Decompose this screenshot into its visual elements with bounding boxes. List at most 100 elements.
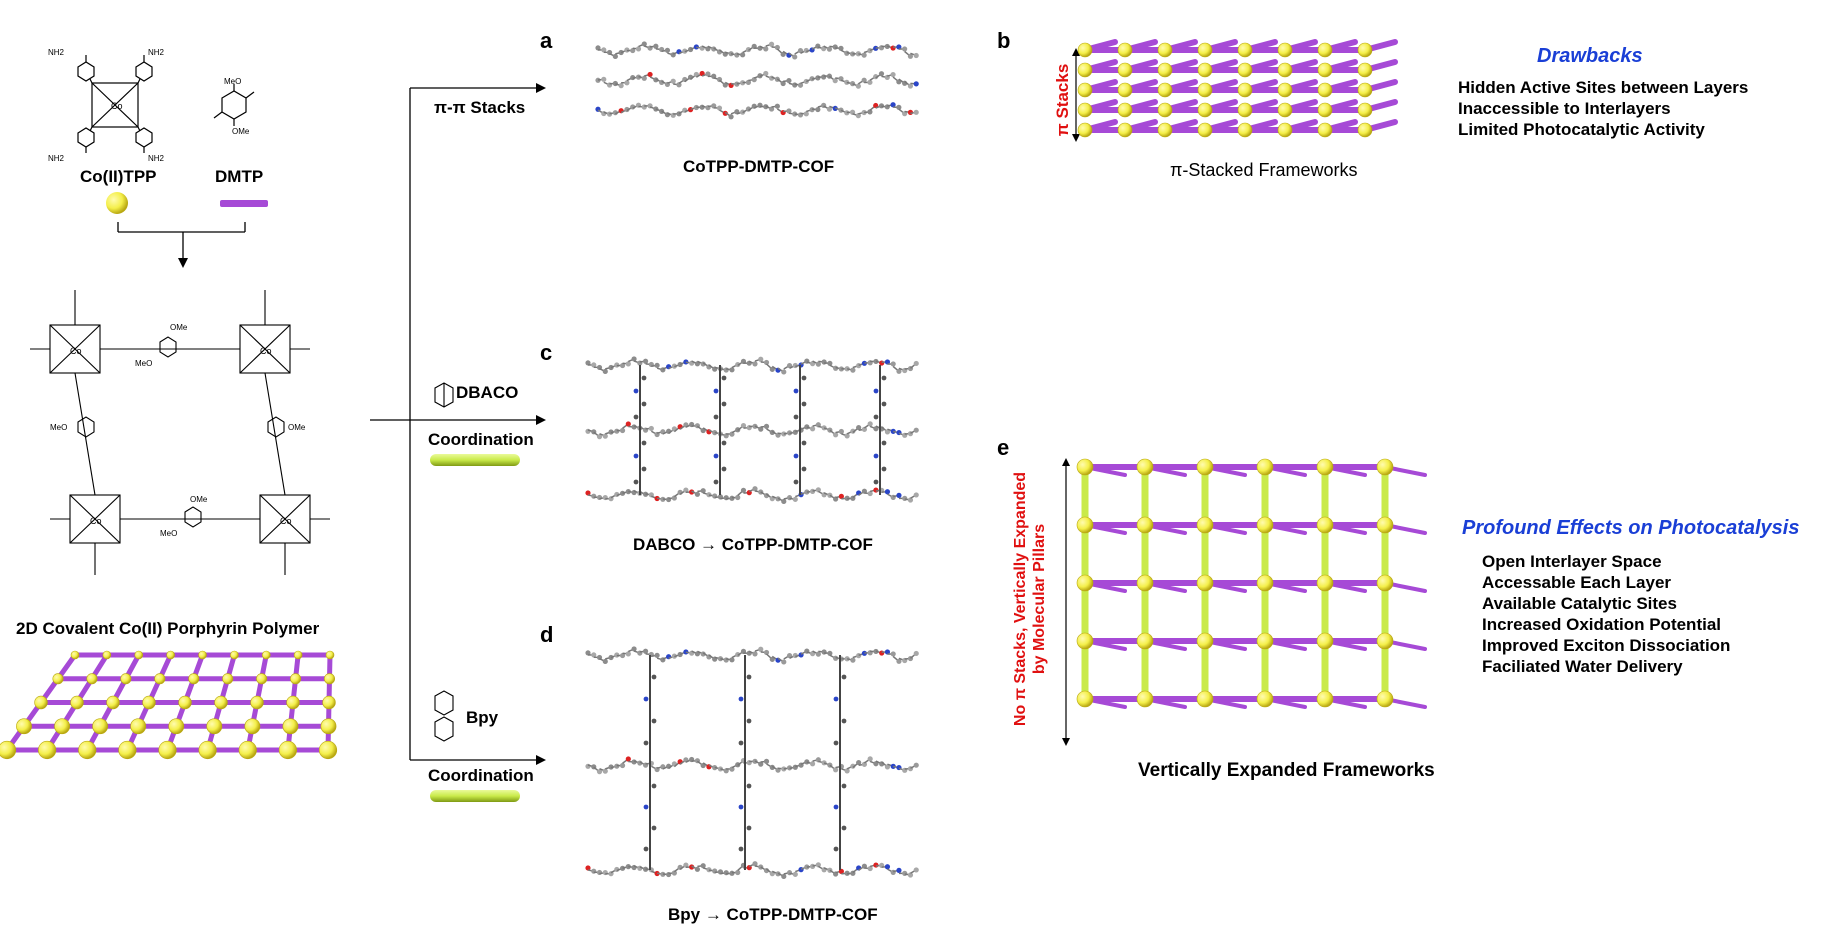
- atom: [913, 427, 919, 433]
- atom: [832, 78, 838, 84]
- node-sphere: [1157, 122, 1173, 138]
- pillar-atom: [633, 479, 639, 485]
- atom: [797, 82, 804, 88]
- atom: [763, 423, 770, 429]
- atom: [717, 656, 724, 662]
- node-sphere: [86, 673, 98, 685]
- atom: [641, 75, 647, 81]
- atom: [833, 432, 839, 438]
- polymer-co-2: Co: [260, 346, 272, 356]
- pillar-atom: [793, 414, 799, 420]
- atom: [873, 45, 879, 51]
- atom: [723, 495, 729, 501]
- node-sphere: [1277, 122, 1293, 138]
- atom: [687, 107, 694, 113]
- pillar-atom: [801, 466, 807, 472]
- node-sphere: [166, 650, 175, 660]
- node-sphere: [1076, 458, 1094, 476]
- amine-label-tl: NH2: [48, 48, 65, 57]
- node-sphere: [142, 695, 156, 710]
- atom: [683, 862, 689, 868]
- pillar-atom: [841, 783, 847, 789]
- node-sphere: [261, 650, 271, 660]
- atom: [878, 71, 885, 77]
- vertically-expanded-framework-model: [1076, 458, 1427, 709]
- atom: [624, 106, 630, 113]
- atom: [844, 366, 850, 372]
- atom: [907, 872, 914, 878]
- atom: [896, 492, 902, 498]
- atom: [838, 366, 844, 372]
- node-sphere: [1196, 458, 1214, 476]
- atom: [827, 360, 833, 366]
- node-sphere: [322, 695, 336, 710]
- node-sphere: [1076, 516, 1094, 534]
- atom: [768, 106, 775, 112]
- node-sphere: [1357, 122, 1373, 138]
- atom: [711, 46, 717, 52]
- node-sphere: [1317, 82, 1333, 98]
- node-sphere: [1117, 82, 1133, 98]
- node-sphere: [154, 673, 166, 685]
- node-sphere: [1256, 516, 1274, 534]
- atom: [850, 428, 856, 434]
- co-center-label: Co: [111, 101, 123, 111]
- atom: [596, 494, 603, 501]
- atom: [815, 862, 821, 868]
- pillar-atom: [651, 718, 657, 724]
- atom: [625, 756, 631, 762]
- pillar-atom: [746, 825, 752, 831]
- atom: [653, 43, 659, 49]
- node-sphere: [1157, 42, 1173, 58]
- reaction-arrow: [117, 222, 246, 268]
- atom: [648, 425, 654, 432]
- atom: [867, 421, 873, 427]
- pillar-atom: [841, 825, 847, 831]
- node-sphere: [1376, 458, 1394, 476]
- atom: [867, 756, 873, 762]
- atom: [815, 487, 821, 493]
- polymer-grid-model: [0, 650, 338, 760]
- node-sphere: [134, 650, 144, 660]
- node-sphere: [92, 718, 109, 735]
- atom: [601, 76, 607, 82]
- atom: [723, 870, 729, 876]
- node-sphere: [323, 673, 335, 685]
- atom: [666, 654, 672, 660]
- panel-b-letter: b: [997, 28, 1011, 53]
- dmtp-structure: MeO OMe: [213, 77, 255, 136]
- atom: [838, 493, 844, 499]
- atom: [850, 657, 856, 663]
- pillar-atom: [881, 401, 887, 407]
- pillar-atom: [841, 674, 847, 680]
- atom: [664, 47, 671, 53]
- node-sphere: [1357, 62, 1373, 78]
- atom: [618, 83, 624, 89]
- polymer-co-1: Co: [70, 346, 82, 356]
- node-sphere: [1376, 574, 1394, 592]
- pillar-atom: [801, 401, 807, 407]
- atom: [855, 113, 861, 119]
- node-sphere: [130, 718, 147, 735]
- drawback-item: Hidden Active Sites between Layers: [1458, 78, 1749, 97]
- atom: [596, 869, 603, 876]
- pillar-atom: [738, 696, 744, 702]
- atom: [815, 106, 821, 113]
- node-sphere: [1136, 690, 1154, 708]
- benefit-item: Faciliated Water Delivery: [1482, 657, 1683, 676]
- atom: [700, 863, 706, 869]
- panel-d-caption: Bpy → CoTPP-DMTP-COF: [668, 905, 878, 924]
- atom: [907, 83, 914, 89]
- node-sphere: [70, 695, 84, 710]
- node-sphere: [282, 718, 299, 735]
- pillar-atom: [873, 479, 879, 485]
- atom: [716, 105, 723, 111]
- atom: [740, 487, 747, 493]
- panel-e-letter: e: [997, 435, 1010, 460]
- pillar-atom: [873, 414, 879, 420]
- dbaco-label: DBACO: [456, 383, 519, 402]
- node-sphere: [1256, 632, 1274, 650]
- pillar-atom: [641, 440, 647, 446]
- node-sphere: [1136, 458, 1154, 476]
